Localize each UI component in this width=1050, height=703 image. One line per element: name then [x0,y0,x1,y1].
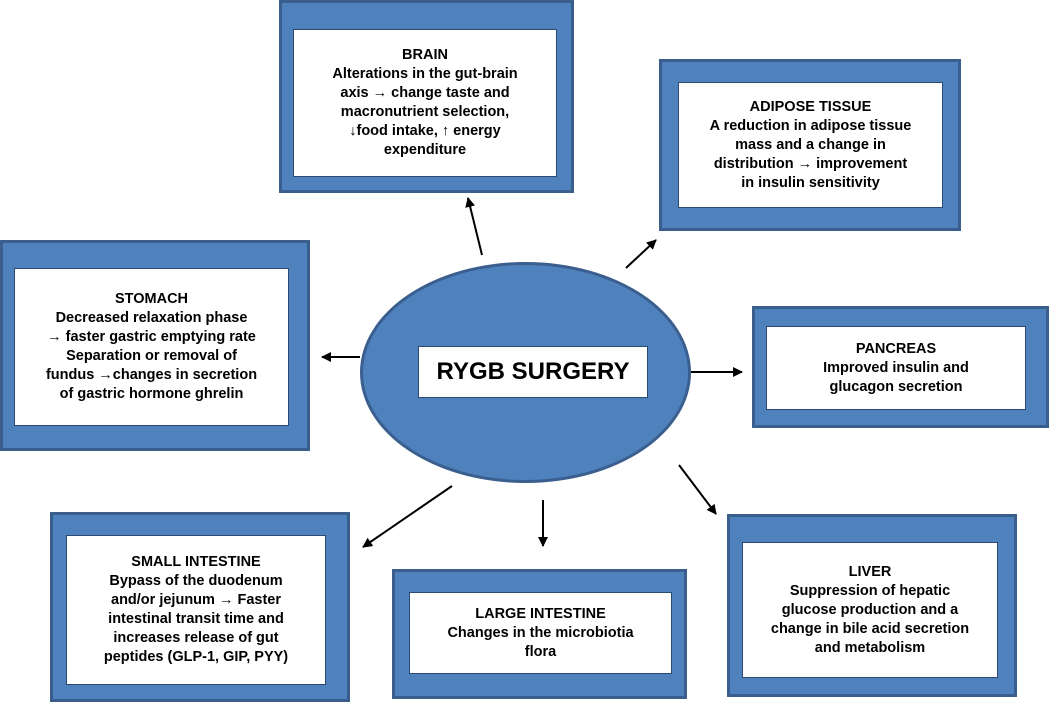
brain-description: Alterations in the gut-brain axis → chan… [332,66,518,158]
large-intestine-title: LARGE INTESTINE [475,605,606,622]
adipose-tissue-title: ADIPOSE TISSUE [749,98,872,115]
small-intestine-description: Bypass of the duodenum and/or jejunum → … [103,573,289,665]
liver-title: LIVER [848,563,892,580]
liver-description: Suppression of hepatic glucose productio… [770,582,970,656]
stomach-box: STOMACH Decreased relaxation phase → fas… [0,240,310,451]
adipose-tissue-box: ADIPOSE TISSUE A reduction in adipose ti… [659,59,961,231]
adipose-tissue-text-panel: ADIPOSE TISSUE A reduction in adipose ti… [678,82,943,208]
large-intestine-description: Changes in the microbiotia flora [447,624,634,660]
adipose-tissue-description: A reduction in adipose tissue mass and a… [709,117,912,191]
brain-box: BRAIN Alterations in the gut-brain axis … [279,0,574,193]
arrow-to-small-intestine [362,485,453,548]
large-intestine-text-panel: LARGE INTESTINE Changes in the microbiot… [409,592,672,674]
brain-text-panel: BRAIN Alterations in the gut-brain axis … [293,29,557,177]
small-intestine-text-panel: SMALL INTESTINE Bypass of the duodenum a… [66,535,326,685]
pancreas-title: PANCREAS [855,340,937,357]
liver-text-panel: LIVER Suppression of hepatic glucose pro… [742,542,998,678]
small-intestine-box: SMALL INTESTINE Bypass of the duodenum a… [50,512,350,702]
arrow-to-brain [465,197,483,256]
brain-title: BRAIN [402,47,448,63]
pancreas-text-panel: PANCREAS Improved insulin and glucagon s… [766,326,1026,410]
arrow-to-adipose [625,239,657,269]
large-intestine-box: LARGE INTESTINE Changes in the microbiot… [392,569,687,699]
stomach-description: Decreased relaxation phase → faster gast… [45,310,258,402]
stomach-title: STOMACH [114,291,189,307]
small-intestine-title: SMALL INTESTINE [131,554,261,570]
pancreas-box: PANCREAS Improved insulin and glucagon s… [752,306,1049,428]
rygb-surgery-label: RYGB SURGERY [418,346,648,398]
liver-box: LIVER Suppression of hepatic glucose pro… [727,514,1017,697]
arrow-to-liver [678,464,717,515]
pancreas-description: Improved insulin and glucagon secretion [823,359,969,395]
stomach-text-panel: STOMACH Decreased relaxation phase → fas… [14,268,289,426]
